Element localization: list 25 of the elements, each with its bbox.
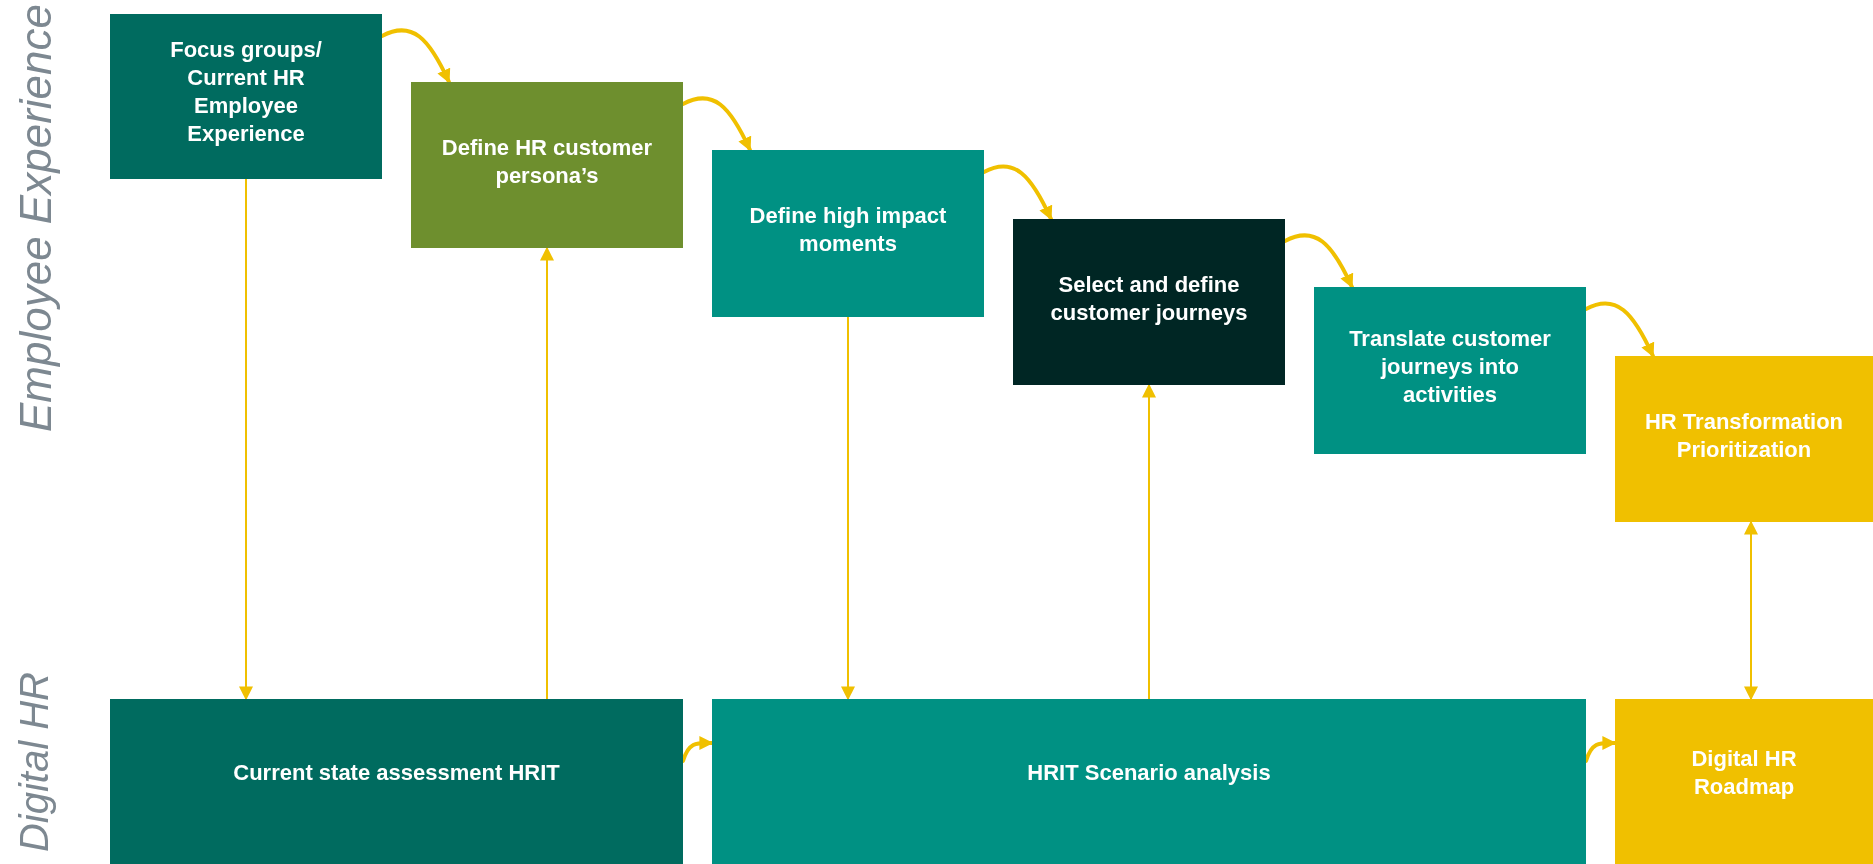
step-text: Define HR customer persona’s <box>440 134 654 190</box>
arrow <box>239 178 253 701</box>
process-box <box>110 14 382 179</box>
process-box <box>1013 219 1285 385</box>
step-text: Select and define customer journeys <box>1049 271 1249 327</box>
row-label: Employee Experience <box>14 4 58 432</box>
process-box <box>712 699 1586 864</box>
process-box <box>110 699 683 864</box>
row-label: Digital HR <box>14 671 54 852</box>
step-text: Current state assessment HRIT <box>233 759 560 787</box>
step-text: HRIT Scenario analysis <box>1027 759 1271 787</box>
process-box <box>1615 699 1873 864</box>
arrow <box>841 316 855 701</box>
step-text: Focus groups/ Current HR Employee Experience <box>169 36 323 148</box>
process-box <box>1615 356 1873 522</box>
process-box <box>712 150 984 317</box>
arrow <box>540 246 554 700</box>
arrow <box>1142 383 1156 700</box>
step-text: Define high impact moments <box>748 202 948 258</box>
step-text: HR Transformation Prioritization <box>1644 408 1844 464</box>
process-box <box>1314 287 1586 454</box>
arrow <box>1744 520 1758 701</box>
step-text: Digital HR Roadmap <box>1690 745 1798 801</box>
step-text: Translate customer journeys into activities <box>1348 325 1552 409</box>
process-box <box>411 82 683 248</box>
